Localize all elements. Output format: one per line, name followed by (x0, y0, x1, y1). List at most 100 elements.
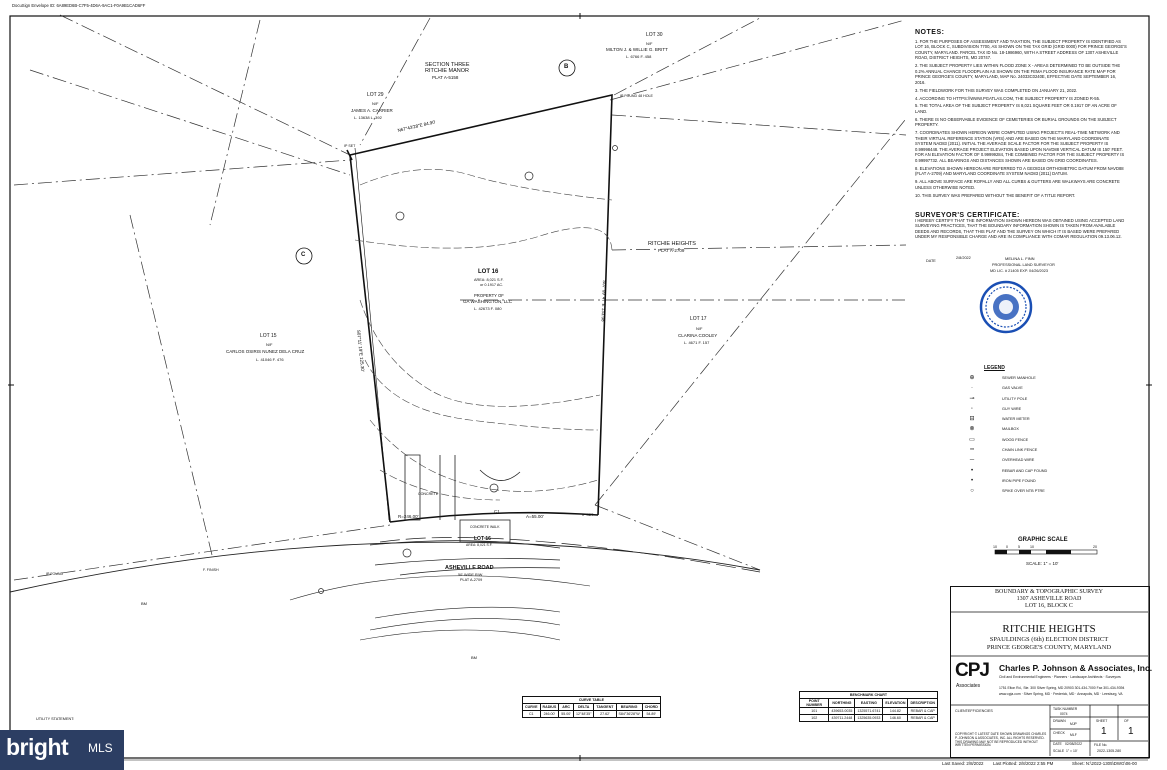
title-block (950, 586, 1150, 758)
ritchie-manor-plat: PLAT A-5158 (432, 75, 459, 80)
sheet-number: 1 (1101, 726, 1107, 737)
company-offices: www.cpja.com · Silver Spring, MD · Frede… (999, 692, 1123, 696)
lot-15-label: LOT 15 (260, 333, 277, 339)
benchmark-header: EASTING (854, 698, 884, 708)
section-three-label: SECTION THREE (425, 62, 470, 68)
lot-17-label: LOT 17 (690, 316, 707, 322)
surveyor-seal (979, 280, 1033, 334)
copyright-note: COPYRIGHT © LATEST DATE SHOWN DRAWINGS C… (955, 732, 1047, 748)
chain-link-fence-icon: ┅ (970, 447, 974, 454)
legend-item: ·GAS VALVE (960, 384, 1080, 394)
note-item: 10. THIS SURVEY WAS PREPARED WITHOUT THE… (915, 192, 1076, 198)
note-item: 3. THE FIELDWORK FOR THIS SURVEY WAS COM… (915, 87, 1078, 93)
ip-set-bottom: IP SET (582, 513, 594, 517)
legend-item: ⊕SEWER MANHOLE (960, 374, 1080, 384)
lot-15-deed: L. 41046 F. 476 (256, 357, 284, 362)
lot-15-owner: CARLOS OSIRIS NUNEZ DELA CRUZ (226, 349, 305, 354)
circle-b-label: B (564, 64, 569, 70)
lot-29-owner: JAMES A. CARRIER (351, 108, 393, 113)
cpj-logo-sub: Associates (956, 683, 981, 689)
company-services: Civil and Environmental Engineers · Plan… (999, 675, 1121, 679)
footer-sheet-path: Sheet: N:\2022-1305\DWG\06-00 (1072, 761, 1137, 766)
lot-16-deed: L. 42673 F. 080 (474, 306, 502, 311)
check-value: MLF (1070, 733, 1077, 737)
benchmark-header: POINT NUMBER (798, 698, 830, 708)
lot-29-deed: L. 13638 L. 392 (354, 115, 382, 120)
scale-tick: 20 (1093, 545, 1097, 549)
rebar-cap-icon: • (970, 467, 974, 474)
company-name: Charles P. Johnson & Associates, Inc. (999, 663, 1153, 673)
lot-16-house-label: LOT 16 (474, 536, 491, 542)
concrete-label: CONCRETE (418, 492, 439, 496)
certificate-heading: SURVEYOR'S CERTIFICATE: (915, 212, 1020, 219)
title-line-2: 1307 ASHEVILLE ROAD (1016, 596, 1082, 602)
curve-header: DELTA (572, 703, 595, 711)
scale-tick: 0 (1006, 545, 1008, 549)
notes-heading: NOTES: (915, 29, 945, 36)
note-item: 6. THERE IS NO OBSERVABLE EVIDENCE OF CE… (915, 116, 1117, 128)
arc-length-label: A=55.00' (526, 514, 544, 519)
bright-mls-watermark: bright MLS (0, 730, 124, 770)
benchmark-chart: BENCHMARK CHART POINT NUMBER NORTHING EA… (798, 691, 938, 722)
legend-item: ─OVERHEAD WIRE (960, 456, 1080, 466)
title-line-3: LOT 16, BLOCK C (1025, 603, 1073, 609)
trees (318, 145, 618, 594)
guy-wire-icon: ◦ (970, 405, 974, 412)
date-label: DATE (1053, 742, 1062, 746)
circle-c-label: C (301, 252, 306, 258)
lot-16-area: AREA: 8,021 S.F. (474, 278, 504, 282)
drawn-value: MJP (1070, 722, 1077, 726)
mls-logo-text: MLS (88, 741, 113, 755)
curve-header: ARC (558, 703, 574, 711)
docusign-envelope-id: DocuSign Envelope ID: 6A89ED6B-C7F5-4D6A… (12, 3, 146, 8)
bright-logo-text: bright (6, 734, 69, 760)
circle-c-marker (295, 247, 313, 265)
road-name: ASHEVILLE ROAD (445, 565, 494, 571)
road-width: 50' WIDE R/W (458, 573, 483, 577)
curve-header: RADIUS (539, 703, 560, 711)
footer-plotted: Last Plotted: 2/8/2022 2:55 PM (993, 761, 1054, 766)
lot-29-label: LOT 29 (367, 92, 384, 98)
scale-label: SCALE (1053, 749, 1065, 753)
legend-item: ⊟WATER METER (960, 415, 1080, 425)
benchmark-b: BM (471, 655, 477, 660)
signer-name: MELINA L. FINN (1005, 256, 1035, 261)
table-row: C1 246.00' 55.00' 12°48'35" 27.62' S84°3… (522, 710, 661, 718)
legend-item: ┅CHAIN LINK FENCE (960, 446, 1080, 456)
scale-tick: 5 (1018, 545, 1020, 549)
lot-17-deed: L. 4671 F. 157 (684, 340, 710, 345)
company-address: 1751 Elton Rd., Ste. 300 Silver Spring, … (999, 686, 1125, 690)
circle-b-marker (558, 59, 576, 77)
election-district: SPAULDINGS (6th) ELECTION DISTRICT (989, 636, 1109, 643)
note-item: 2. THE SUBJECT PROPERTY LIES WITHIN FLOO… (915, 63, 1121, 85)
legend-item: ▭WOOD FENCE (960, 436, 1080, 446)
wood-fence-icon: ▭ (969, 436, 975, 443)
surveyor-certificate: SURVEYOR'S CERTIFICATE: I HEREBY CERTIFY… (915, 212, 1125, 239)
task-label: TASK NUMBER (1053, 707, 1078, 711)
of-label: OF (1124, 719, 1129, 723)
sheet-total: 1 (1128, 726, 1134, 737)
lot-17-nf: N/F (696, 326, 703, 331)
title-block-lines (950, 611, 1148, 756)
f-finish-label: F. FINISH (203, 568, 219, 572)
curve-header: CURVE (522, 703, 541, 711)
benchmark-header: ELEVATION (882, 698, 909, 708)
note-item: 7. COORDINATES SHOWN HEREON WERE COMPUTE… (915, 130, 1125, 163)
date-value: 02/08/2022 (1065, 742, 1082, 746)
subdivision-name: RITCHIE HEIGHTS (1002, 623, 1096, 635)
benchmark-header: NORTHING (828, 698, 856, 708)
certificate-date: 2/8/2022 (956, 256, 971, 260)
curve-header: BEARING (615, 703, 643, 711)
note-item: 5. THE TOTAL AREA OF THE SUBJECT PROPERT… (915, 103, 1117, 114)
legend-item: •IRON PIPE FOUND (960, 477, 1080, 487)
legend-item: •REBAR AND CAP FOUND (960, 467, 1080, 477)
curve-table-title: CURVE TABLE (522, 696, 661, 704)
benchmark-a: BM (141, 601, 147, 606)
lot-30-label: LOT 30 (646, 32, 663, 38)
client-name: EFFICIENCIES (968, 709, 993, 713)
scale-tick: 10 (1030, 545, 1034, 549)
ritchie-heights-label: RITCHIE HEIGHTS (648, 241, 696, 247)
certificate-text: I HEREBY CERTIFY THAT THE INFORMATION SH… (915, 218, 1125, 239)
lot-16-boundary (346, 93, 613, 523)
